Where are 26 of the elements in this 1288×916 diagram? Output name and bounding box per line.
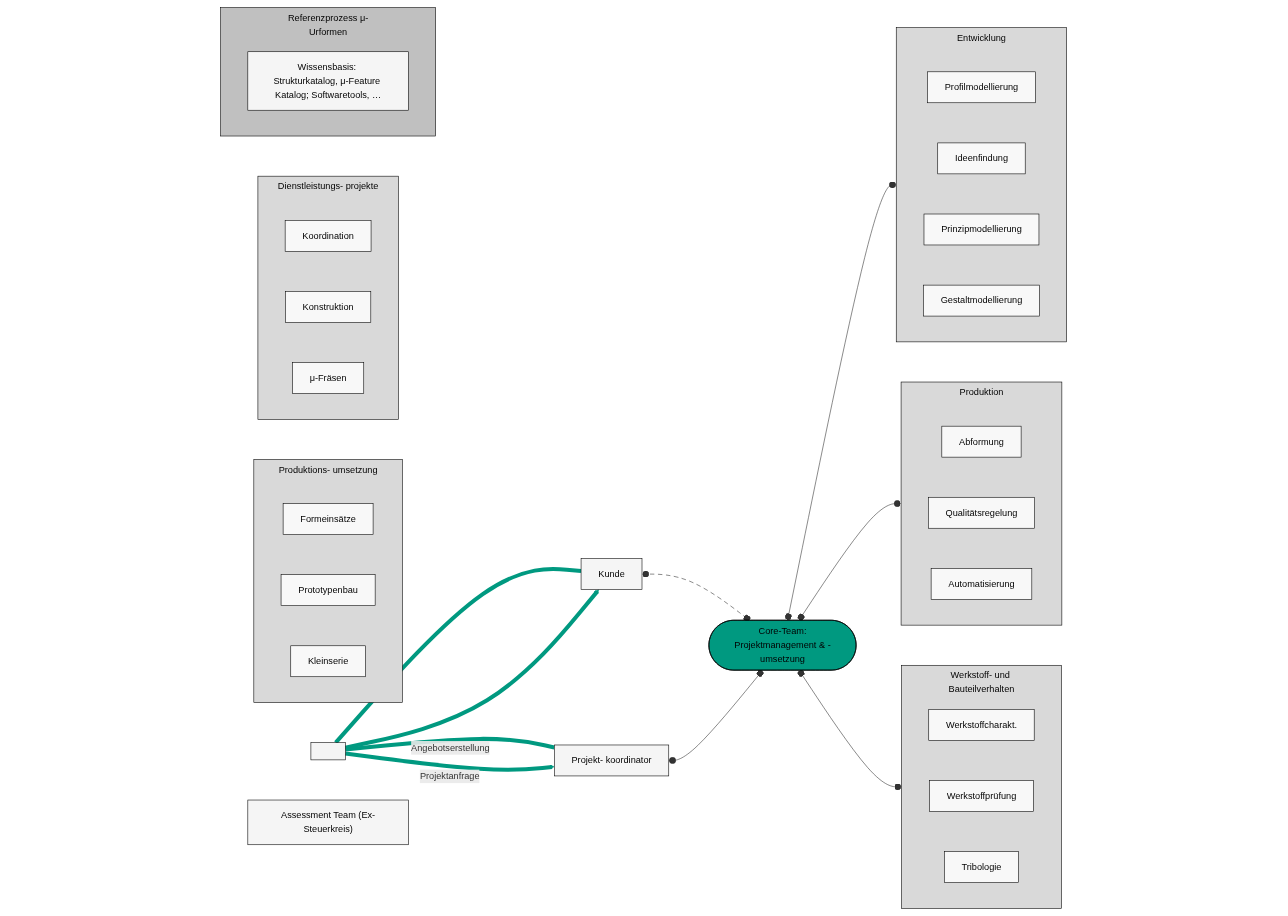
edge-label: Projektanfrage	[420, 771, 480, 781]
node-box: Prinzipmodellierung	[924, 213, 1040, 246]
edge-label: Angebotserstellung	[411, 742, 491, 753]
node-box: Tribologie	[944, 851, 1020, 883]
node-box: Kleinserie	[290, 645, 367, 678]
node-box: Werkstoffprüfung	[929, 780, 1035, 812]
node-box: Qualitätsregelung	[928, 497, 1036, 529]
node-box: Wissensbasis: Strukturkatalog, μ-Feature Katalog; Softwaretools, …	[247, 51, 409, 111]
node-box: Profilmodellierung	[927, 71, 1036, 104]
node-box: Projekt- koordinator	[554, 744, 670, 777]
node-box: Ideenfindung	[937, 142, 1026, 175]
arrow	[345, 589, 600, 750]
node-box: Automatisierung	[931, 568, 1033, 600]
node-box: Assessment Team (Ex-Steuerkreis)	[247, 799, 409, 846]
node-box: Konstruktion	[285, 291, 372, 323]
node-box	[310, 742, 346, 761]
node-box: Koordination	[285, 220, 372, 252]
connector	[345, 736, 556, 752]
node-box: Werkstoffcharakt.	[928, 709, 1035, 741]
arrow	[345, 751, 555, 772]
node-box: Gestaltmodellierung	[923, 284, 1041, 317]
node-box: Formeinsätze	[283, 503, 374, 535]
node-box: Kunde	[581, 558, 643, 590]
node-box: μ-Fräsen	[292, 362, 365, 394]
node-box: Abformung	[941, 425, 1022, 458]
node-box: Prototypenbau	[281, 574, 376, 606]
